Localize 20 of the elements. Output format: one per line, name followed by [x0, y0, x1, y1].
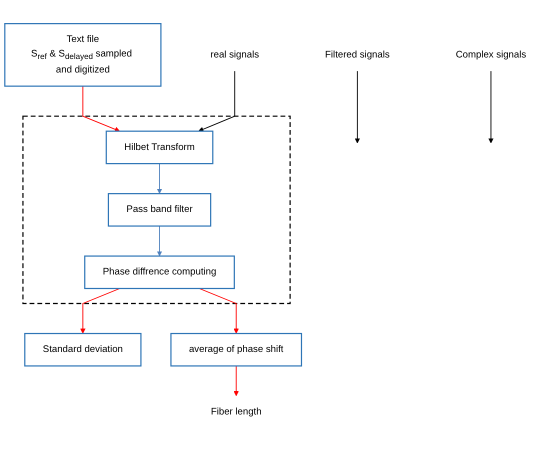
arrow — [354, 70, 360, 144]
node-box: Text file S$_{ref}$ & S$_{delayed}$ sampled and digitized — [4, 23, 162, 87]
arrow — [156, 163, 162, 194]
node-text: Complex signals — [456, 49, 526, 60]
node-box: Standard deviation — [24, 332, 142, 367]
node-text: real signals — [210, 49, 260, 60]
arrow — [198, 288, 239, 334]
node-box: Pass band filter — [108, 193, 212, 227]
node-box: average of phase shift — [170, 332, 302, 367]
arrow — [156, 226, 162, 256]
arrow — [234, 366, 239, 396]
arrow — [488, 70, 494, 144]
node-box: Phase diffrence computing — [84, 255, 235, 290]
cluster — [22, 116, 291, 304]
arrow — [198, 70, 236, 132]
arrow — [82, 86, 120, 132]
arrow — [80, 288, 120, 334]
node-text: Fiber length — [210, 406, 262, 417]
node-box: Hilbet Transform — [106, 130, 214, 164]
node-text: Filtered signals — [325, 49, 390, 60]
